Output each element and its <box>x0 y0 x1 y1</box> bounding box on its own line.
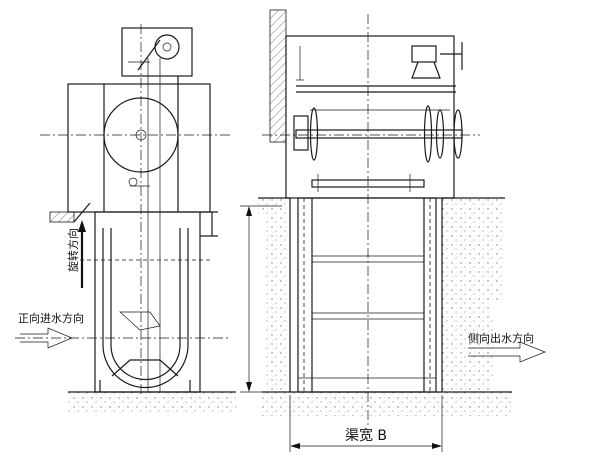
right-screen-body <box>297 197 437 393</box>
right-bearing-left <box>293 115 309 151</box>
rotation-direction-label: 旋转方向 <box>66 228 80 272</box>
channel-width-label: 渠宽 B <box>345 427 387 444</box>
side-elevation-view: 旋转方向 正向进水方向 <box>15 24 236 414</box>
right-motor <box>411 45 437 63</box>
left-housing <box>67 83 211 213</box>
right-lower-crossbar <box>311 179 425 188</box>
outflow-arrow <box>468 341 546 363</box>
left-motor-box <box>121 27 193 77</box>
right-wall-hatch <box>269 9 287 143</box>
left-screen-frame <box>94 211 201 393</box>
left-wall-ledge <box>49 211 75 223</box>
right-soil-left <box>258 198 290 392</box>
front-elevation-view: 渠宽 B 侧向出水方向 <box>240 9 546 452</box>
forward-inflow-label: 正向进水方向 <box>18 311 84 325</box>
left-ground-base <box>68 392 236 414</box>
right-ground-base <box>262 392 512 416</box>
side-outflow-label: 侧向出水方向 <box>468 331 534 345</box>
right-soil-right <box>442 198 505 392</box>
left-drive-sprocket <box>154 34 180 60</box>
